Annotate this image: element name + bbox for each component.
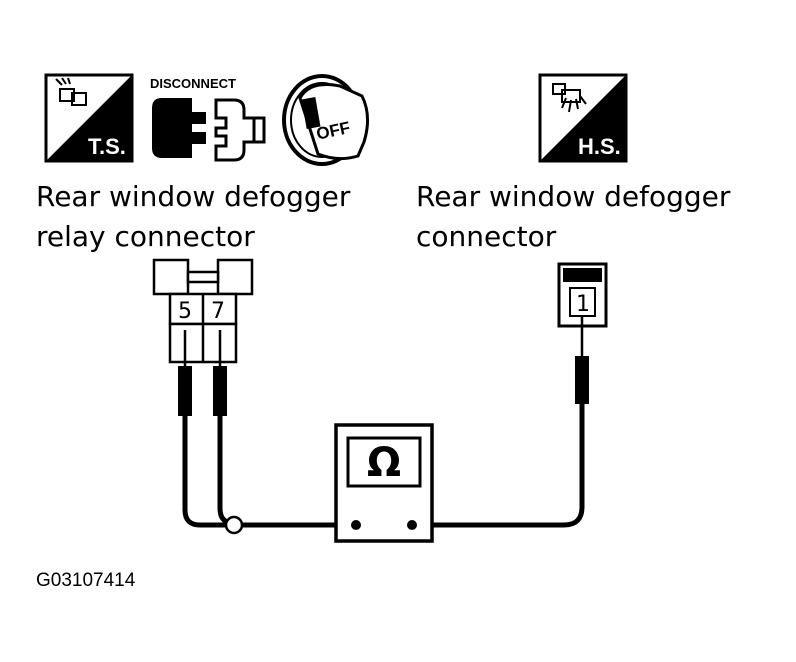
disconnect-connector-icon: DISCONNECT	[150, 76, 266, 162]
connector-glyph-icon	[55, 77, 87, 106]
defogger-connector-label-line1: Rear window defogger	[416, 180, 731, 213]
defogger-connector-label-line2: connector	[416, 220, 557, 253]
disconnect-text: DISCONNECT	[150, 76, 236, 91]
ts-badge-text: T.S.	[88, 134, 126, 159]
probe-pin-5	[178, 330, 192, 416]
probe-pin-1	[575, 316, 589, 404]
harness-glyph-icon	[552, 83, 587, 113]
meter-terminal-right	[407, 520, 417, 530]
hs-diagnosis-icon: H.S.	[538, 73, 628, 163]
probe-pin-7	[213, 330, 227, 416]
hs-badge-text: H.S.	[578, 134, 621, 159]
figure-code: G03107414	[36, 570, 136, 591]
ts-diagnosis-icon: T.S.	[44, 73, 134, 163]
wire-pin-5	[182, 413, 229, 528]
relay-connector: 5 7	[152, 258, 254, 364]
relay-connector-label-line2: relay connector	[36, 220, 255, 253]
wire-pin-7	[217, 413, 231, 525]
defogger-pin-1: 1	[576, 292, 590, 317]
relay-pin-7: 7	[211, 299, 225, 324]
ohmmeter-icon: Ω	[334, 423, 434, 543]
wire-junction	[224, 515, 244, 535]
ignition-key-off-icon: OFF	[282, 74, 369, 166]
ohm-symbol: Ω	[367, 440, 401, 486]
relay-connector-label-line1: Rear window defogger	[36, 180, 351, 213]
meter-terminal-left	[351, 520, 361, 530]
wire-meter-to-pin-1	[411, 401, 585, 528]
relay-pin-5: 5	[178, 299, 192, 324]
